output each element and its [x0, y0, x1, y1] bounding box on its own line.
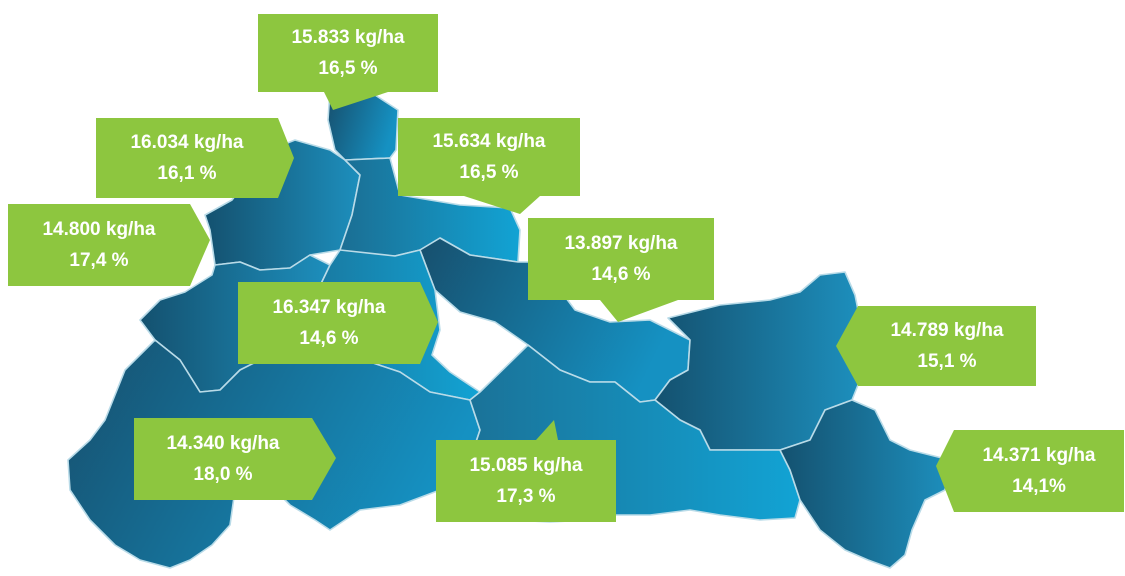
share-value: 16,5 % — [318, 58, 378, 79]
yield-value: 14.340 kg/ha — [166, 433, 280, 454]
district-label-far-east: 14.789 kg/ha 15,1 % — [836, 306, 1036, 386]
callout-shape — [238, 282, 438, 364]
district-label-south: 15.085 kg/ha 17,3 % — [436, 420, 616, 522]
yield-value: 15.833 kg/ha — [291, 27, 405, 48]
yield-value: 16.034 kg/ha — [130, 132, 244, 153]
share-value: 16,5 % — [459, 162, 519, 183]
share-value: 17,3 % — [496, 486, 556, 507]
yield-value: 14.371 kg/ha — [982, 445, 1096, 466]
callout-shape — [436, 420, 616, 522]
yield-value: 14.789 kg/ha — [890, 320, 1004, 341]
share-value: 16,1 % — [157, 163, 217, 184]
yield-value: 14.800 kg/ha — [42, 219, 156, 240]
yield-value: 16.347 kg/ha — [272, 297, 386, 318]
share-value: 14,1% — [1012, 476, 1066, 497]
callout-shape — [96, 118, 294, 198]
callout-shape — [528, 218, 714, 322]
share-value: 14,6 % — [591, 264, 651, 285]
region-southeast — [779, 399, 951, 569]
district-label-southeast: 14.371 kg/ha 14,1% — [936, 430, 1124, 512]
callout-shape — [936, 430, 1124, 512]
district-label-east: 13.897 kg/ha 14,6 % — [528, 218, 714, 322]
district-label-center: 16.347 kg/ha 14,6 % — [238, 282, 438, 364]
share-value: 18,0 % — [193, 464, 253, 485]
share-value: 17,4 % — [69, 250, 129, 271]
callout-shape — [134, 418, 336, 500]
district-label-northwest: 16.034 kg/ha 16,1 % — [96, 118, 294, 198]
share-value: 15,1 % — [917, 351, 977, 372]
callout-shape — [258, 14, 438, 110]
callout-shape — [836, 306, 1036, 386]
yield-value: 15.085 kg/ha — [469, 455, 583, 476]
share-value: 14,6 % — [299, 328, 359, 349]
callout-shape — [398, 118, 580, 214]
yield-value: 15.634 kg/ha — [432, 131, 546, 152]
district-label-southwest: 14.340 kg/ha 18,0 % — [134, 418, 336, 500]
yield-value: 13.897 kg/ha — [564, 233, 678, 254]
callout-shape — [8, 204, 210, 286]
district-label-west: 14.800 kg/ha 17,4 % — [8, 204, 210, 286]
district-label-north: 15.833 kg/ha 16,5 % — [258, 14, 438, 110]
district-label-northeast: 15.634 kg/ha 16,5 % — [398, 118, 580, 214]
